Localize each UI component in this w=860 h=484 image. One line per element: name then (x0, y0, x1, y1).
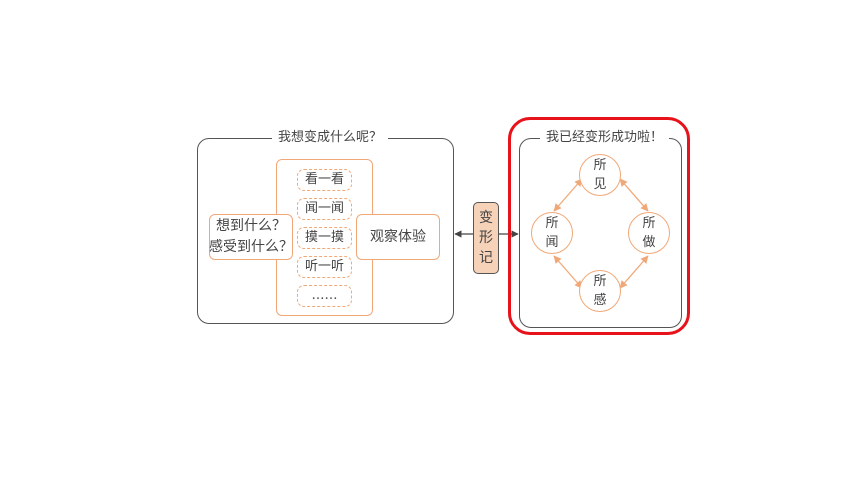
transformation-char-3: 记 (479, 250, 493, 266)
node-felt-char-1: 所 (593, 274, 607, 289)
node-felt-char-2: 感 (593, 293, 607, 308)
node-felt: 所 感 (579, 270, 621, 312)
transformation-box: 变 形 记 (473, 202, 499, 274)
highlight-frame (508, 117, 690, 335)
node-seen-char-2: 见 (593, 177, 607, 192)
sense-item-more: …… (297, 285, 352, 307)
node-heard: 所 闻 (531, 212, 573, 254)
right-panel-title: 我已经变形成功啦！ (540, 130, 670, 146)
node-done-char-2: 做 (642, 235, 656, 250)
transformation-char-2: 形 (479, 230, 493, 246)
sense-item-smell: 闻一闻 (297, 198, 352, 220)
arrow-top-left (553, 178, 583, 212)
question-line-2: 感受到什么？ (209, 239, 293, 255)
node-seen-char-1: 所 (593, 158, 607, 173)
method-box (356, 214, 440, 260)
node-heard-char-1: 所 (545, 216, 559, 231)
node-done: 所 做 (628, 212, 670, 254)
cycle-arrows (553, 178, 649, 289)
arrow-right-bottom (619, 255, 649, 289)
sense-item-listen: 听一听 (297, 256, 352, 278)
node-seen: 所 见 (579, 154, 621, 196)
left-panel-title: 我想变成什么呢？ (272, 130, 389, 146)
transformation-char-1: 变 (479, 210, 493, 226)
sense-item-touch: 摸一摸 (297, 227, 352, 249)
node-done-char-1: 所 (642, 216, 656, 231)
method-label: 观察体验 (370, 229, 426, 245)
node-heard-char-2: 闻 (545, 235, 559, 250)
sense-item-look: 看一看 (297, 169, 352, 191)
arrow-left-bottom (553, 255, 583, 289)
question-line-1: 想到什么？ (216, 218, 286, 234)
question-box (209, 214, 293, 260)
arrow-top-right (619, 178, 649, 212)
